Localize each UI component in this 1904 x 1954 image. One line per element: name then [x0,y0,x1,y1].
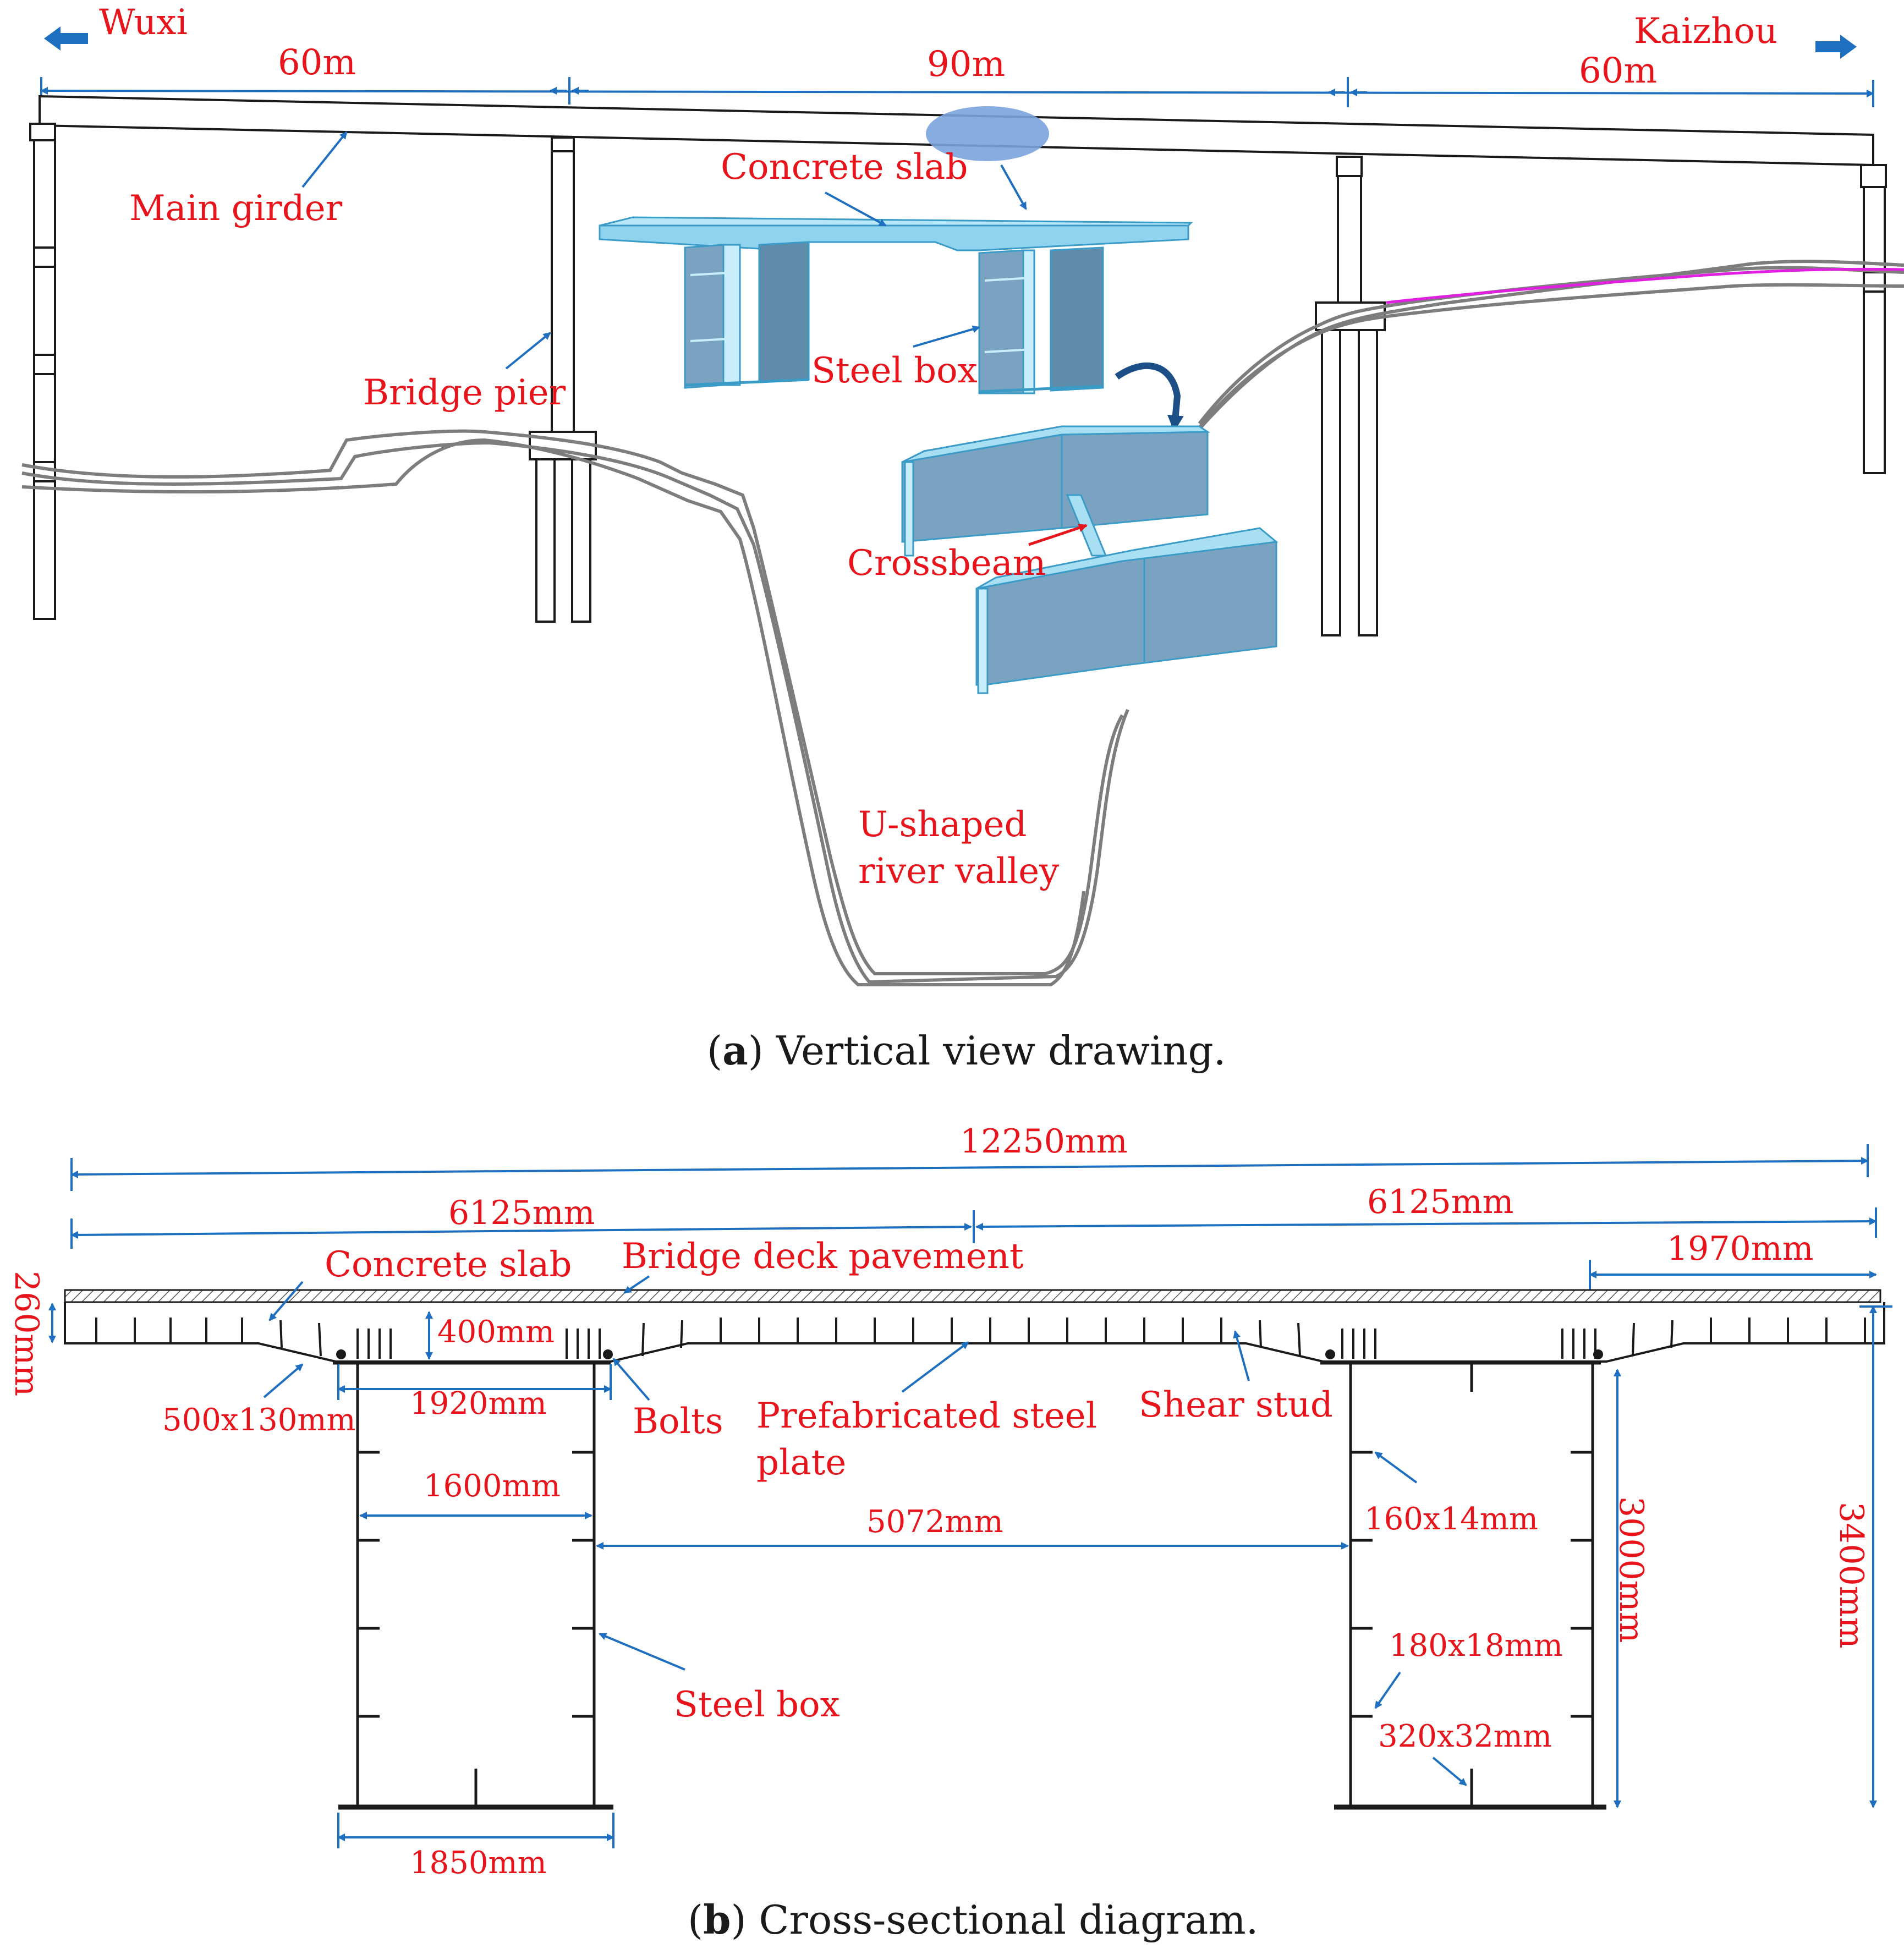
shear-stud-label: Shear stud [1139,1385,1333,1425]
span-right-label: 60m [1579,51,1657,91]
curved-arrow-icon [1115,362,1184,432]
crossbeam-label: Crossbeam [847,543,1046,584]
crossbeam-leader [1028,523,1088,546]
steel-box-right [1320,1362,1606,1810]
span-mid-label: 90m [927,44,1005,85]
web-height-label: 3000mm [1612,1496,1650,1643]
caption-a-letter: a [722,1027,748,1074]
half-right-dim-line [975,1217,1877,1231]
stiffener-c-leader [1432,1757,1467,1786]
half-left-dim-line [70,1223,972,1239]
prefab-label-line1: Prefabricated steel [756,1396,1097,1436]
haunch-label: 500x130mm [162,1402,356,1438]
concrete-slab-label: Concrete slab [721,147,968,188]
steel-box-b-label: Steel box [674,1684,840,1725]
stiffener-a-leader [1374,1451,1418,1484]
top-flange-label: 1920mm [410,1386,547,1421]
panel-a: Wuxi Kaizhou 60m 90m 60m [21,2,1904,1074]
prefab-leader [901,1341,969,1393]
half-left-label: 6125mm [448,1194,595,1232]
pier-1 [529,136,597,623]
steel-box-leader [913,325,980,348]
bolts-leader [612,1358,650,1401]
ellipse-leader [1000,164,1027,210]
direction-left-arrow-icon [44,26,88,51]
bolts-label: Bolts [633,1401,723,1442]
direction-left-label: Wuxi [99,2,188,43]
total-width-dim-line [70,1157,1869,1178]
steel-box-label: Steel box [811,350,978,391]
main-girder-label: Main girder [129,188,343,229]
span-dimension-line [40,77,1874,107]
slab-thickness-label: 260mm [7,1271,46,1396]
highlight-ellipse [926,106,1049,161]
steel-box-b-leader [599,1633,685,1671]
deck-pavement-label: Bridge deck pavement [622,1236,1024,1277]
total-height-label: 3400mm [1832,1502,1870,1648]
panel-b: 12250mm 6125mm 6125mm 1970mm [7,1122,1892,1943]
stiffener-b-leader [1374,1671,1401,1709]
caption-b: (b) Cross-sectional diagram. [688,1896,1259,1943]
span-left-label: 60m [278,42,356,83]
pier-left-abutment [29,123,56,620]
haunch-leader [263,1363,304,1398]
caption-b-letter: b [703,1896,731,1943]
bolts [336,1349,1603,1359]
haunch-depth-label: 400mm [437,1314,555,1350]
inset-crossbeam-boxes [901,425,1279,694]
main-girder-leader [301,131,348,188]
prefab-label-line2: plate [756,1442,846,1483]
concrete-slab-b-leader [268,1281,304,1321]
direction-right-arrow-icon [1815,35,1857,59]
box-width-label: 1600mm [424,1468,561,1504]
direction-right-label: Kaizhou [1634,11,1777,52]
bridge-pier-label: Bridge pier [363,372,566,413]
alignment-line [1386,267,1904,304]
stiffener-b-label: 180x18mm [1389,1628,1563,1664]
bridge-pier-leader [505,332,551,370]
shear-stud-leader [1233,1330,1250,1381]
inset-slab-steel-box [599,216,1193,394]
cantilever-label: 1970mm [1667,1230,1813,1268]
caption-a: (a) Vertical view drawing. [707,1027,1226,1074]
concrete-slab-leader [825,191,887,227]
caption-b-text: Cross-sectional diagram. [747,1897,1259,1943]
pier-right-abutment [1860,164,1887,474]
stiffener-a-label: 160x14mm [1364,1501,1538,1537]
caption-a-text: Vertical view drawing. [764,1028,1226,1074]
valley-label-line1: U-shaped [858,804,1027,845]
steel-box-left [333,1362,613,1810]
deck-pavement-leader [623,1275,650,1294]
deck-pavement [64,1289,1881,1303]
half-right-label: 6125mm [1367,1183,1513,1221]
bottom-flange-label: 1850mm [410,1845,547,1881]
total-width-label: 12250mm [960,1122,1128,1161]
stiffener-c-label: 320x32mm [1378,1719,1552,1754]
concrete-slab-b-label: Concrete slab [325,1244,572,1285]
box-spacing-label: 5072mm [866,1504,1003,1540]
pier-2 [1315,156,1386,636]
shear-studs [95,1318,1866,1359]
valley-label-line2: river valley [858,851,1059,892]
